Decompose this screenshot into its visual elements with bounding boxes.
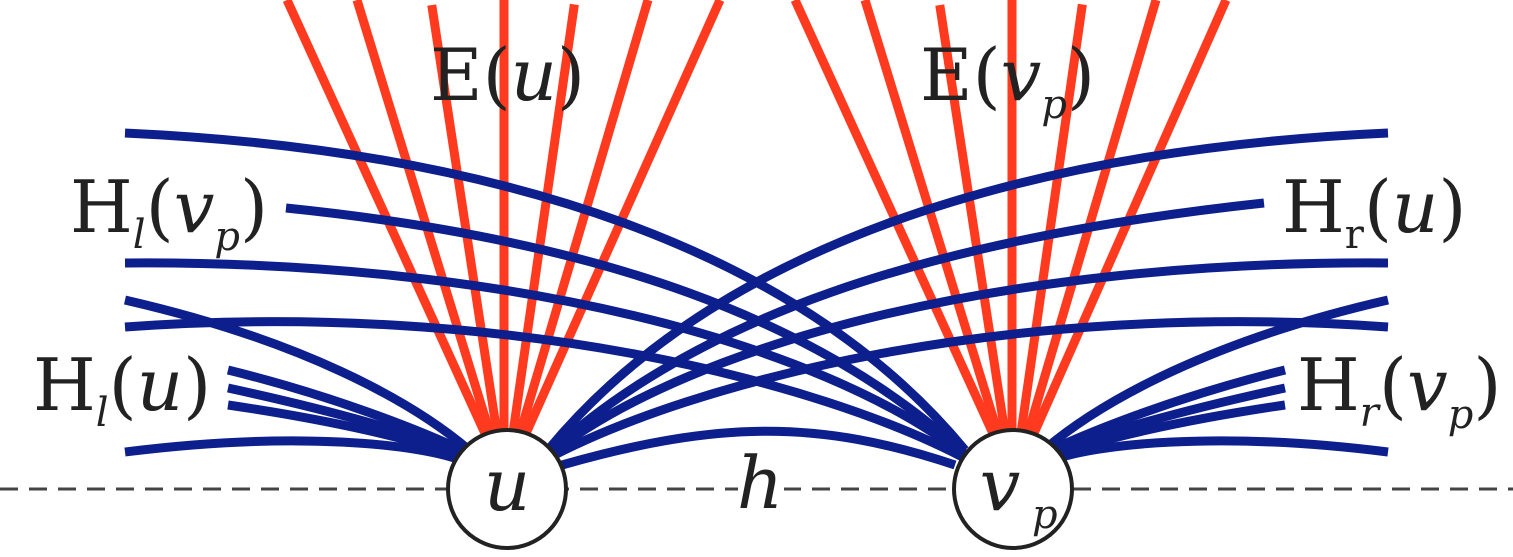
hl-vp-main: H <box>70 165 133 249</box>
blue-edge <box>543 198 1265 459</box>
blue-edges <box>123 128 1390 470</box>
hl-u-main: H <box>33 343 96 427</box>
hr-u-open: ( <box>1364 165 1392 249</box>
e-u-open: ( <box>483 33 511 117</box>
node-u-label: u <box>484 443 530 527</box>
hr-vp-arg: v <box>1407 343 1448 427</box>
blue-edge <box>124 258 971 462</box>
blue-edge <box>1045 365 1287 457</box>
e-vp-arg: v <box>1001 33 1042 117</box>
e-u-close: ) <box>557 33 585 117</box>
e-vp-close: ) <box>1067 33 1095 117</box>
hl-vp-sub: l <box>133 212 146 258</box>
red-edge <box>860 0 1005 442</box>
e-vp-open: ( <box>973 33 1001 117</box>
blue-edge <box>540 317 1389 465</box>
label-e-u: E(u) <box>430 33 585 117</box>
h-label-bg <box>738 462 784 512</box>
h-edge <box>560 426 957 470</box>
red-edge <box>934 0 1011 441</box>
blue-edge <box>124 317 973 465</box>
node-vp-label: v <box>980 443 1021 527</box>
node-vp-subscript: p <box>1032 492 1058 538</box>
hl-u-close: ) <box>183 343 211 427</box>
label-hl-vp: Hl(vp) <box>70 165 268 260</box>
red-edge <box>352 0 497 442</box>
hr-u-sub: r <box>1345 212 1365 258</box>
hl-vp-close: ) <box>240 165 268 249</box>
red-edge <box>513 0 653 442</box>
blue-edge <box>123 295 471 453</box>
hl-u-open: ( <box>109 343 137 427</box>
red-edge <box>1021 0 1161 442</box>
hr-u-close: ) <box>1438 165 1466 249</box>
node-vp-circle <box>952 428 1074 550</box>
e-u-arg: u <box>511 33 557 117</box>
hr-vp-sub: r <box>1360 390 1382 436</box>
hr-vp-main: H <box>1297 343 1360 427</box>
hr-vp-open: ( <box>1379 343 1407 427</box>
label-e-vp: E(vp) <box>920 33 1095 128</box>
node-vp: v p <box>952 428 1074 550</box>
node-u-circle <box>446 428 568 550</box>
hl-u-arg: u <box>137 343 183 427</box>
blue-edge <box>544 128 1389 453</box>
hl-vp-open: ( <box>146 165 174 249</box>
h-label: h <box>737 441 783 525</box>
e-vp-main: E <box>920 33 973 117</box>
red-edges-vp <box>790 0 1231 442</box>
red-edge <box>426 0 503 441</box>
hl-u-sub: l <box>96 390 109 436</box>
hl-vp-arg: v <box>174 165 215 249</box>
hr-vp-arg-sub: p <box>1448 392 1474 438</box>
e-u-main: E <box>430 33 483 117</box>
blue-edge <box>226 365 468 457</box>
blue-edge <box>542 258 1389 462</box>
label-hl-u: Hl(u) <box>33 343 211 436</box>
red-edge <box>507 0 580 441</box>
label-hr-u: Hr(u) <box>1282 165 1466 258</box>
blue-edge <box>285 203 970 459</box>
blue-edge <box>124 128 969 453</box>
e-vp-arg-sub: p <box>1041 82 1067 128</box>
hr-u-main: H <box>1282 165 1345 249</box>
label-hr-vp: Hr(vp) <box>1297 343 1501 438</box>
hl-vp-arg-sub: p <box>214 214 240 260</box>
hr-vp-close: ) <box>1473 343 1501 427</box>
red-edge <box>1015 0 1088 441</box>
node-u: u <box>446 428 568 550</box>
hr-u-arg: u <box>1392 165 1438 249</box>
blue-edge <box>1042 295 1390 453</box>
